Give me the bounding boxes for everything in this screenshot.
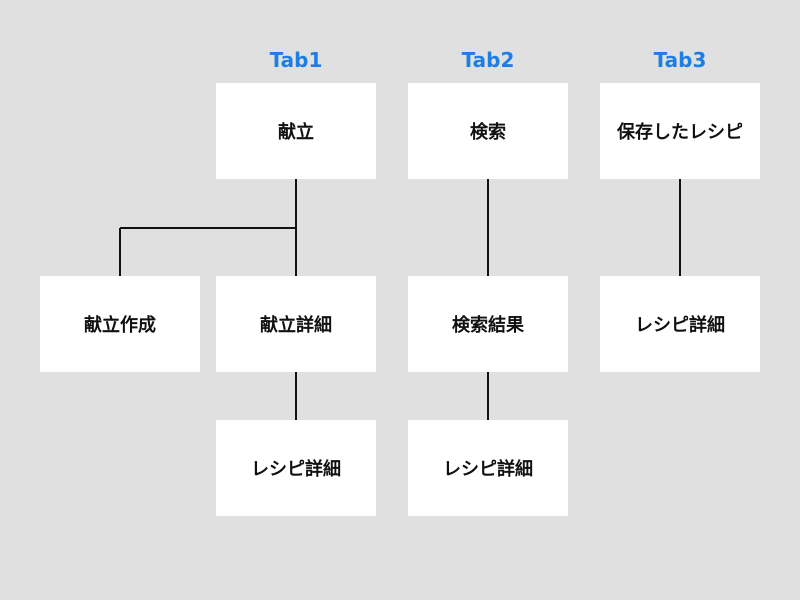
node-tab2-recipe-detail: レシピ詳細 bbox=[408, 420, 568, 516]
node-tab1-detail: 献立詳細 bbox=[216, 276, 376, 372]
node-tab3-recipe-detail: レシピ詳細 bbox=[600, 276, 760, 372]
tab2-label: Tab2 bbox=[461, 48, 515, 72]
node-tab2-root: 検索 bbox=[408, 83, 568, 179]
tab1-label: Tab1 bbox=[269, 48, 323, 72]
node-tab2-results: 検索結果 bbox=[408, 276, 568, 372]
node-tab1-recipe-detail: レシピ詳細 bbox=[216, 420, 376, 516]
node-tab1-root: 献立 bbox=[216, 83, 376, 179]
tab3-label: Tab3 bbox=[653, 48, 707, 72]
node-tab1-create: 献立作成 bbox=[40, 276, 200, 372]
node-tab3-root: 保存したレシピ bbox=[600, 83, 760, 179]
